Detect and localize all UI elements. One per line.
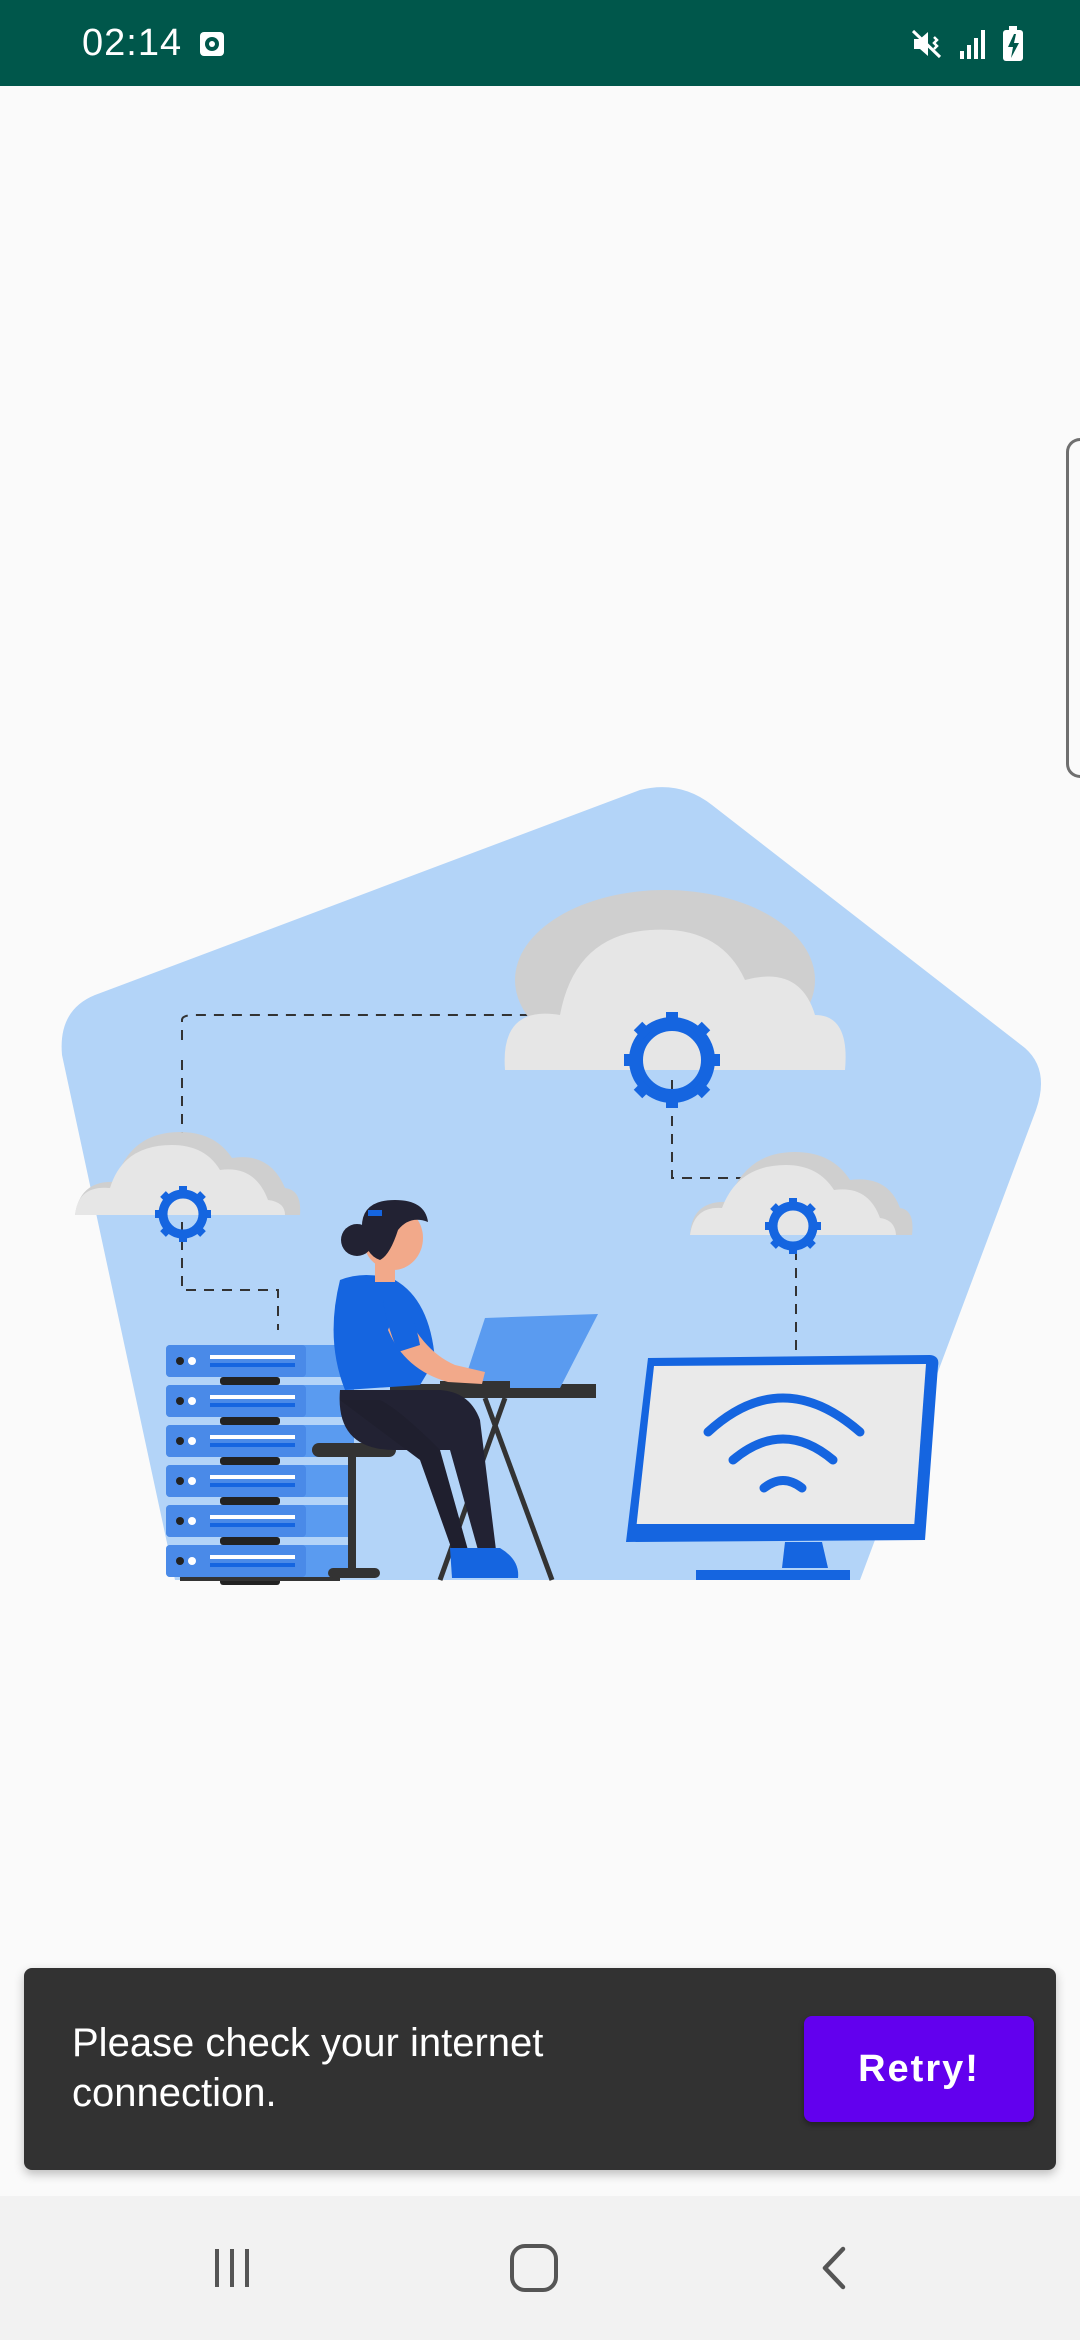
- recent-apps-button[interactable]: [192, 2232, 272, 2304]
- status-icons: [910, 26, 1024, 62]
- status-bar: 02:14: [0, 0, 1080, 86]
- gear-icon: [155, 1186, 211, 1242]
- back-icon: [822, 2246, 846, 2290]
- cloud-large: [504, 890, 846, 1070]
- cloud-left: [75, 1132, 301, 1215]
- person-working-icon: [312, 1200, 598, 1581]
- screen-record-icon: [200, 32, 224, 56]
- gear-icon: [765, 1198, 821, 1254]
- navigation-bar: [0, 2196, 1080, 2340]
- gear-icon: [624, 1012, 720, 1108]
- snackbar-message: Please check your internet connection.: [72, 2021, 544, 2115]
- recent-apps-icon: [215, 2249, 249, 2287]
- back-button[interactable]: [796, 2232, 876, 2304]
- no-internet-illustration: [61, 787, 1042, 1585]
- server-rack-icon: [166, 1345, 354, 1585]
- status-time: 02:14: [82, 22, 183, 64]
- signal-icon: [960, 30, 985, 59]
- monitor-wifi-icon: [626, 1355, 939, 1580]
- retry-button[interactable]: Retry!: [804, 2016, 1034, 2122]
- home-button[interactable]: [494, 2232, 574, 2304]
- mute-vibrate-icon: [911, 29, 942, 59]
- snackbar: Please check your internet connection. R…: [24, 1968, 1056, 2170]
- battery-charging-icon: [1003, 26, 1023, 61]
- edge-panel-handle[interactable]: [1066, 438, 1080, 778]
- home-icon: [510, 2244, 558, 2292]
